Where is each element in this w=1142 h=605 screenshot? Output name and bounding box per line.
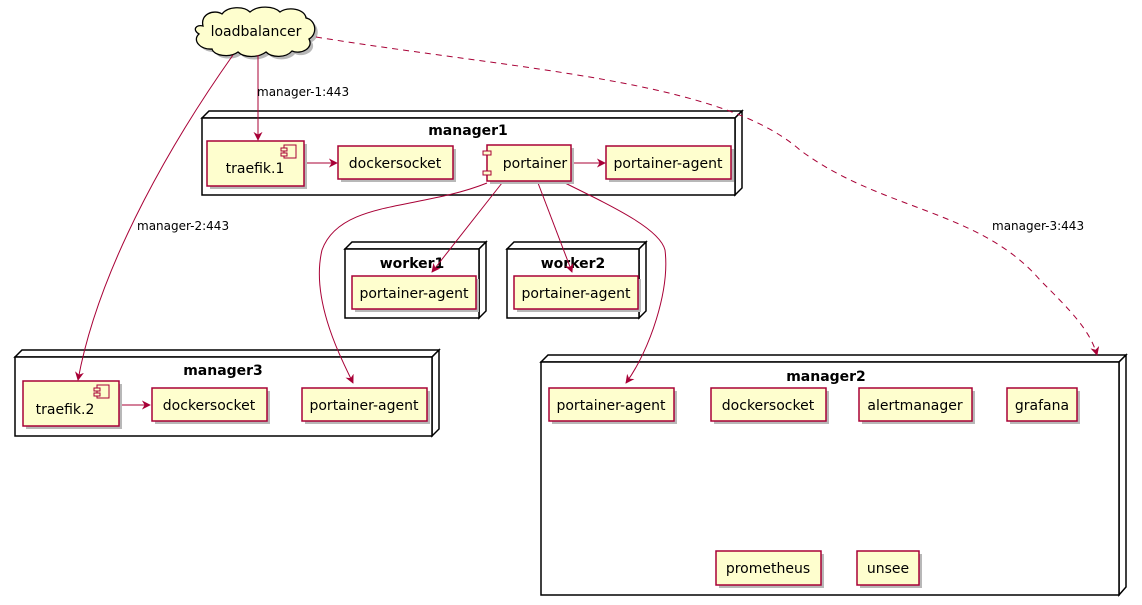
component-portainer-agent-m2: portainer-agent bbox=[548, 387, 677, 424]
edge-portainer-manager3-agent bbox=[318, 182, 488, 384]
edge-portainer-manager2-agent bbox=[564, 182, 667, 384]
component-portainer: portainer bbox=[482, 144, 574, 184]
component-traefik-2: traefik.2 bbox=[22, 380, 122, 429]
component-label: unsee bbox=[867, 561, 909, 577]
component-label: portainer-agent bbox=[613, 156, 723, 172]
component-portainer-agent-m3: portainer-agent bbox=[301, 387, 430, 424]
component-label: portainer-agent bbox=[521, 286, 631, 302]
component-label: traefik.2 bbox=[36, 402, 95, 418]
component-grafana: grafana bbox=[1006, 387, 1080, 424]
component-label: portainer bbox=[503, 156, 568, 172]
component-dockersocket-m3: dockersocket bbox=[151, 387, 270, 424]
node-title-worker1: worker1 bbox=[380, 256, 445, 272]
component-icon bbox=[482, 150, 492, 176]
component-label: prometheus bbox=[726, 561, 810, 577]
component-label: portainer-agent bbox=[309, 398, 419, 414]
edge-lb-traefik2 bbox=[75, 54, 234, 381]
edge-label-manager3: manager-3:443 bbox=[992, 219, 1084, 233]
node-title-manager2: manager2 bbox=[786, 369, 866, 385]
edge-portainer-worker1 bbox=[431, 182, 503, 273]
component-icon bbox=[93, 384, 110, 399]
cloud-label: loadbalancer bbox=[211, 24, 302, 40]
component-icon bbox=[280, 144, 297, 159]
component-label: dockersocket bbox=[722, 398, 815, 414]
edge-portainer-worker2 bbox=[537, 182, 574, 273]
node-title-manager1: manager1 bbox=[428, 123, 508, 139]
component-label: alertmanager bbox=[867, 398, 962, 414]
component-portainer-agent-m1: portainer-agent bbox=[605, 145, 734, 182]
component-label: traefik.1 bbox=[226, 161, 285, 177]
component-label: dockersocket bbox=[349, 156, 442, 172]
component-label: dockersocket bbox=[163, 398, 256, 414]
edge-lb-manager2 bbox=[315, 36, 1100, 356]
edge-label-manager2: manager-2:443 bbox=[137, 219, 229, 233]
component-label: grafana bbox=[1015, 398, 1069, 414]
component-label: portainer-agent bbox=[556, 398, 666, 414]
component-label: portainer-agent bbox=[359, 286, 469, 302]
component-prometheus: prometheus bbox=[715, 550, 824, 588]
cloud-loadbalancer: loadbalancer bbox=[194, 6, 318, 60]
component-traefik-1: traefik.1 bbox=[206, 140, 307, 189]
component-portainer-agent-w1: portainer-agent bbox=[351, 275, 479, 312]
node-title-manager3: manager3 bbox=[183, 363, 263, 379]
component-alertmanager: alertmanager bbox=[858, 387, 975, 424]
component-unsee: unsee bbox=[856, 550, 922, 588]
component-dockersocket-m1: dockersocket bbox=[337, 145, 456, 182]
component-portainer-agent-w2: portainer-agent bbox=[513, 275, 641, 312]
edges bbox=[75, 36, 1100, 410]
component-dockersocket-m2: dockersocket bbox=[710, 387, 829, 424]
edge-label-manager1: manager-1:443 bbox=[257, 85, 349, 99]
node-title-worker2: worker2 bbox=[541, 256, 606, 272]
